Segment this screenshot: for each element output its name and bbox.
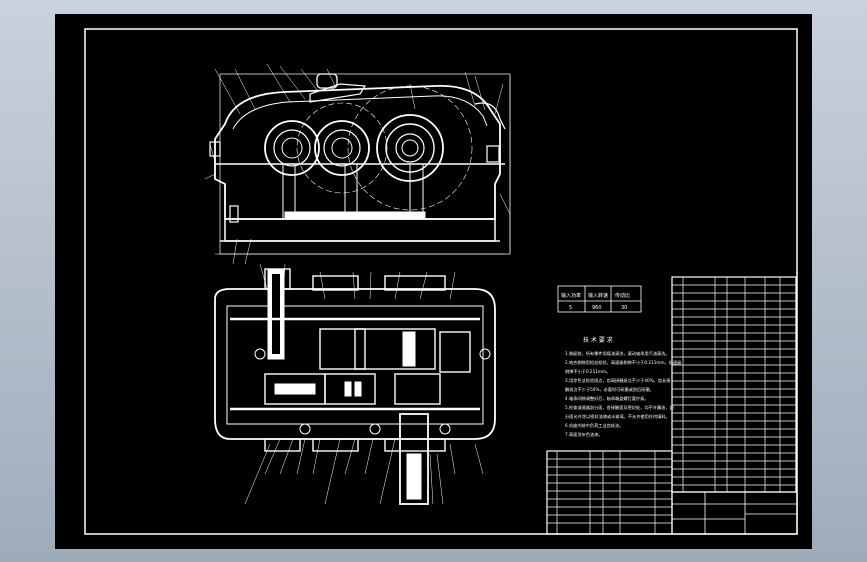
top-view — [214, 263, 496, 505]
char-value-ratio: 30 — [621, 305, 627, 311]
tech-req-line: 5.检查减速器剖分面，各接触面及密封处，均不许漏油，剖 — [565, 404, 674, 411]
cad-drawing: 输入功率 输入转速 传动比 5 960 30 技 术 要 求 1.装配前，所有零… — [84, 28, 798, 535]
char-header-speed: 输入转速 — [588, 292, 608, 299]
tech-req-line: 7.表面涂灰色油漆。 — [565, 431, 603, 438]
tech-requirements-title: 技 术 要 求 — [583, 336, 613, 344]
char-value-power: 5 — [569, 305, 572, 311]
characteristics-table — [557, 285, 642, 313]
tech-req-line: 2.啮合侧隙用铅丝检验，高速级侧隙不小于0.211mm，低速级 — [565, 359, 682, 366]
tech-req-line: 侧隙不小于0.211mm。 — [565, 368, 610, 375]
tech-req-line: 1.装配前，所有零件用煤油清洗，滚动轴承用汽油清洗。 — [565, 350, 670, 357]
parts-list-lower — [546, 450, 673, 535]
char-value-speed: 960 — [592, 305, 602, 311]
tech-req-line: 触斑点不少于50%，必要时可研磨或刮后研磨。 — [565, 386, 654, 393]
front-view — [204, 63, 511, 265]
char-header-power: 输入功率 — [561, 292, 581, 299]
tech-req-line: 3.用涂色法检验斑点，齿高接触斑点不少于40%，齿长接 — [565, 377, 671, 384]
char-header-ratio: 传动比 — [615, 292, 630, 299]
tech-req-line: 4.轴承间隙调整好后，轴承端盖螺钉要拧紧。 — [565, 395, 649, 402]
title-block — [671, 491, 798, 535]
parts-list-right — [671, 276, 797, 493]
drawing-border — [84, 28, 798, 535]
tech-req-line: 分面允许涂以密封油漆或水玻璃，不允许使用任何填料。 — [565, 413, 670, 420]
drawing-sheet: 输入功率 输入转速 传动比 5 960 30 技 术 要 求 1.装配前，所有零… — [55, 14, 812, 549]
tech-req-line: 6.机座内装中负荷工业齿轮油。 — [565, 422, 623, 429]
